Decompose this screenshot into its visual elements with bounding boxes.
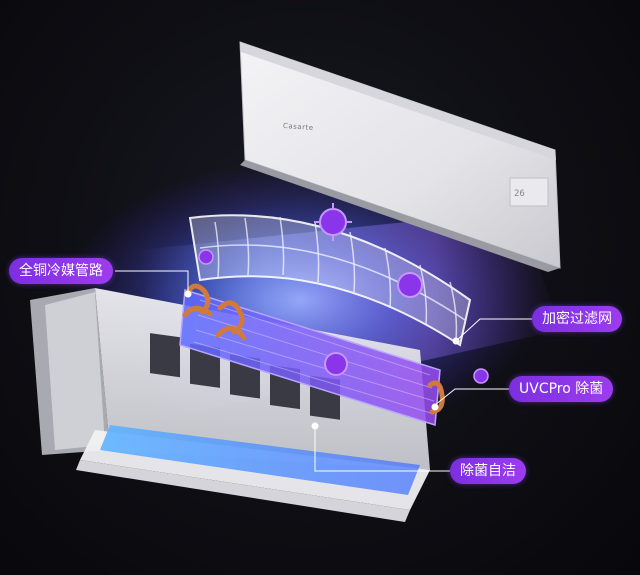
copper-pipes: [182, 283, 445, 415]
display-panel-icon: 26: [509, 177, 549, 207]
virus-icon: [324, 352, 348, 376]
virus-icon: [198, 249, 214, 265]
svg-text:26: 26: [514, 189, 525, 199]
front-panel: 26: [239, 41, 561, 272]
virus-icon: [473, 368, 489, 384]
air-vane: [76, 425, 430, 522]
feature-label-copper-pipe: 全铜冷媒管路: [9, 258, 113, 284]
feature-label-filter: 加密过滤网: [532, 306, 622, 332]
filter-mesh: [188, 214, 472, 347]
evaporator-coil: [179, 289, 441, 426]
virus-icon: [397, 272, 423, 298]
feature-label-self-clean: 除菌自洁: [450, 458, 526, 484]
leader-lines: [115, 270, 532, 472]
feature-label-uvc: UVCPro 除菌: [509, 376, 614, 402]
virus-icon: [314, 203, 352, 241]
unit-body: [30, 288, 430, 470]
